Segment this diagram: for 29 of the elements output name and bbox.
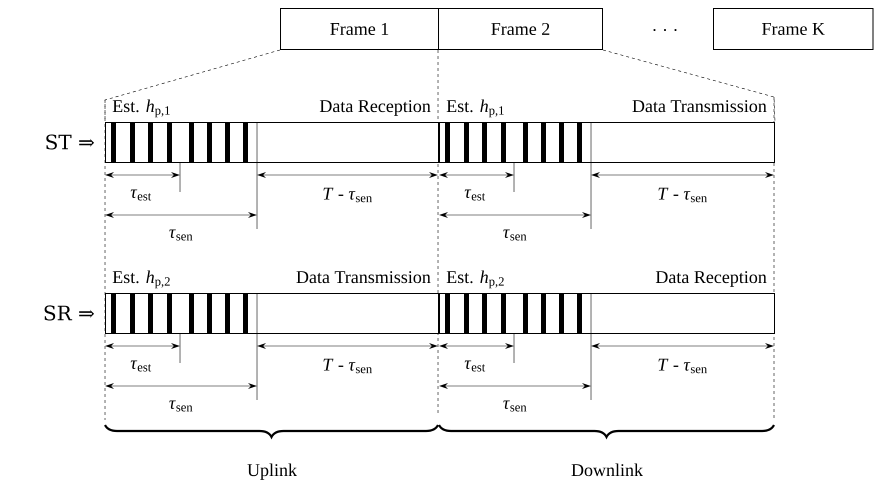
slot-label: Est. h$_{p,2}$ [112, 270, 170, 288]
slot-label: Data Reception [320, 100, 431, 116]
dimension-label: τ$_{est}$ [130, 360, 152, 372]
ellipsis: . . . [653, 28, 677, 32]
dimension-label: τ$_{sen}$ [503, 230, 526, 240]
dimension-label: T - τ$_{sen}$ [658, 358, 707, 374]
dimension-label: τ$_{sen}$ [503, 400, 526, 412]
station-label: ST ⇒ [46, 134, 94, 150]
dimension-label: τ$_{est}$ [464, 190, 486, 200]
slot-label: Data Transmission [296, 271, 431, 284]
zoom-line [602, 50, 776, 122]
dimension-label: τ$_{sen}$ [169, 400, 192, 412]
slot-label: Data Reception [656, 271, 767, 287]
dimension-label: τ$_{est}$ [464, 360, 486, 372]
slot-label: Data Transmission [632, 100, 767, 112]
slot-label: Est. h$_{p,1}$ [112, 100, 170, 118]
frame-box: Frame K [713, 8, 874, 50]
frame-box: Frame 2 [438, 8, 603, 50]
dimension-label: T - τ$_{sen}$ [324, 188, 372, 202]
phase-label: Uplink [247, 464, 298, 480]
phase-label: Downlink [572, 464, 643, 476]
dimension-label: τ$_{sen}$ [169, 230, 192, 240]
dimension-label: T - τ$_{sen}$ [658, 188, 707, 202]
dimension-label: T - τ$_{sen}$ [324, 358, 372, 374]
dimension-label: τ$_{est}$ [130, 190, 152, 200]
slot-label: Est. h$_{p,2}$ [446, 270, 504, 288]
frame-box: Frame 1 [280, 8, 439, 50]
zoom-line [104, 50, 280, 122]
slot-label: Est. h$_{p,1}$ [446, 100, 504, 118]
